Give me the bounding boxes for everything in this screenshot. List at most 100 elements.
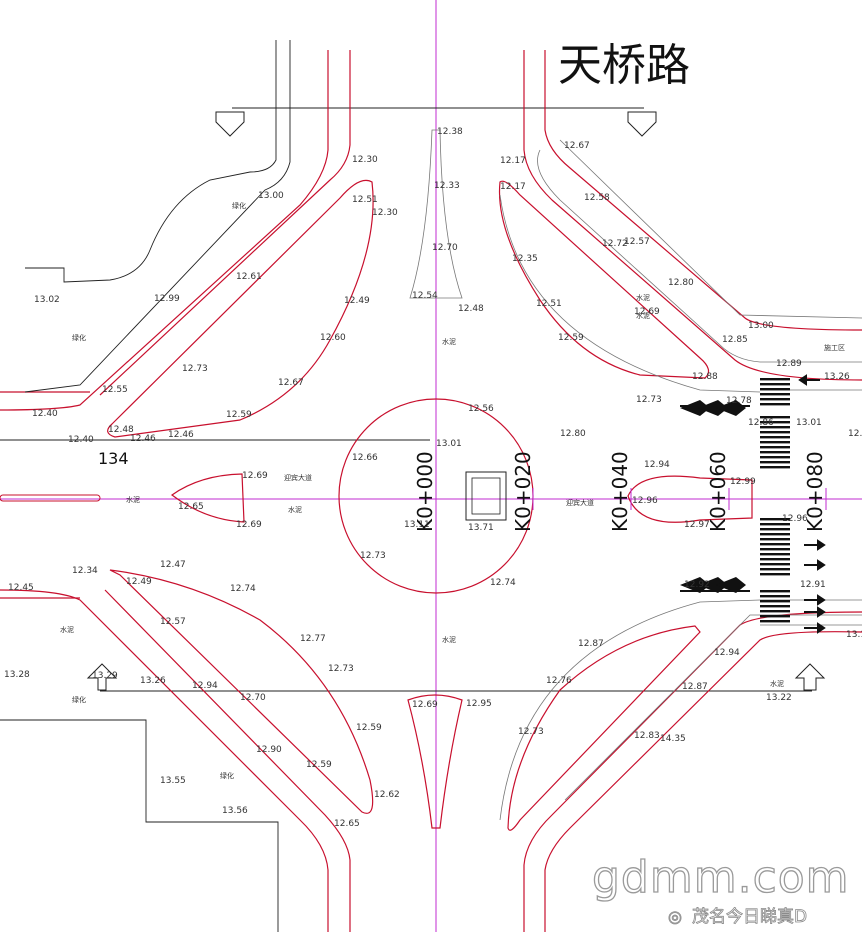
elev-c3: 13.11 [404,520,430,530]
elev-s19: 13.56 [222,806,248,816]
elev-n6: 12.30 [352,155,378,165]
surface-label-cement-7: 水泥 [636,311,650,320]
south-road-edge-west [0,589,329,932]
watermark-site: gdmm.com [592,852,850,903]
elev-e3: 12.99 [730,477,756,487]
crosswalk-stripe [760,416,790,419]
elev-s20: 12.65 [334,819,360,829]
surface-label-cement-1: 水泥 [442,337,456,346]
east-crosswalk [760,378,790,623]
surface-label-cement-8: 水泥 [126,495,140,504]
elev-w2: 12.99 [154,294,180,304]
elev-s4: 12.49 [126,577,152,587]
elev-e2: 12.96 [632,496,658,506]
parcel-nw-inner [24,40,291,393]
crosswalk-stripe [760,451,790,454]
elev-n11: 12.17 [500,182,526,192]
elev-c6: 12.74 [490,578,516,588]
elev-n19: 12.69 [634,307,660,317]
crosswalk-stripe [760,533,790,536]
elev-w14: 12.59 [226,410,252,420]
elev-n28: 12.86 [748,418,774,428]
elev-n12: 12.67 [564,141,590,151]
elev-n17: 12.80 [668,278,694,288]
elev-s1: 12.45 [8,583,34,593]
elev-e1: 12.94 [644,460,670,470]
surface-label-green-2: 绿化 [72,333,86,342]
se-curve-lane [499,599,761,821]
elev-s28: 12.87 [682,682,708,692]
section-arrow-nw [215,111,245,137]
surface-label-cement-5: 水泥 [288,505,302,514]
ne-curve-lane [499,194,761,393]
surface-label-green-1: 绿化 [232,201,246,210]
crosswalk-stripe [760,421,790,424]
elev-n7: 12.51 [352,195,378,205]
elev-s23: 12.76 [546,676,572,686]
crosswalk-stripe [760,610,790,613]
elev-s21: 12.69 [412,700,438,710]
elev-e4: 12.97 [684,520,710,530]
crosswalk-stripe [760,615,790,618]
elev-e7: 12.91 [800,580,826,590]
surface-label-green-4: 绿化 [220,771,234,780]
elev-e6: 12.9 [848,429,862,439]
elev-n20: 12.59 [558,333,584,343]
elev-s9: 13.26 [140,676,166,686]
parcel-ne-sidewalk [537,149,761,363]
elev-w13: 12.46 [168,430,194,440]
crosswalk-stripe [760,600,790,603]
crosswalk-stripe [760,528,790,531]
elev-w1: 13.02 [34,295,60,305]
surface-label-cement-6: 水泥 [770,679,784,688]
elev-s7: 13.28 [4,670,30,680]
section-arrow-ne [627,111,657,137]
elev-n18: 12.51 [536,299,562,309]
elev-n26: 13.26 [824,372,850,382]
station-ticks [435,488,827,510]
elev-n4: 12.54 [412,291,438,301]
elev-n15: 12.72 [602,239,628,249]
lane-arrows-east [798,374,826,634]
north-road-edge-west-inner [99,50,351,396]
elev-n1: 12.38 [437,127,463,137]
elev-c9: 12.69 [236,520,262,530]
elev-n29: 13.01 [796,418,822,428]
elev-s27: 14.35 [660,734,686,744]
station-label-1: K0+020 [511,451,535,532]
elev-n9: 13.00 [258,191,284,201]
crosswalk-stripe [760,446,790,449]
elev-n27: 12.78 [726,396,752,406]
road-name-title: 天桥路 [558,40,690,91]
crosswalk-stripe [760,518,790,521]
elev-s16: 12.59 [306,760,332,770]
south-road-edge-west-inner [104,589,351,932]
elev-n14: 12.35 [512,254,538,264]
elev-s18: 12.62 [374,790,400,800]
surface-label-cement-3: 水泥 [636,293,650,302]
crosswalk-stripe [760,548,790,551]
crosswalk-stripe [760,538,790,541]
island-north-tear [409,129,463,299]
elev-n16: 12.57 [624,237,650,247]
elev-w12: 12.40 [68,435,94,445]
crosswalk-stripe [760,441,790,444]
elev-w7: 12.67 [278,378,304,388]
crosswalk-stripe [760,383,790,386]
section-arrow-se [794,663,826,691]
elev-n13: 12.58 [584,193,610,203]
elev-n22: 13.00 [748,321,774,331]
crosswalk-stripe [760,573,790,576]
surface-label-construction: 施工区 [824,343,845,352]
parcel-nw-boundary [25,40,277,283]
elev-n3: 12.70 [432,243,458,253]
elev-c8: 12.65 [178,502,204,512]
elev-n24: 12.73 [636,395,662,405]
elev-n8: 12.30 [372,208,398,218]
elev-s14: 12.59 [356,723,382,733]
elev-c10: 12.80 [560,429,586,439]
elev-s10: 12.94 [192,681,218,691]
elev-s26: 12.83 [634,731,660,741]
elev-s15: 12.90 [256,745,282,755]
elev-s22: 12.95 [466,699,492,709]
